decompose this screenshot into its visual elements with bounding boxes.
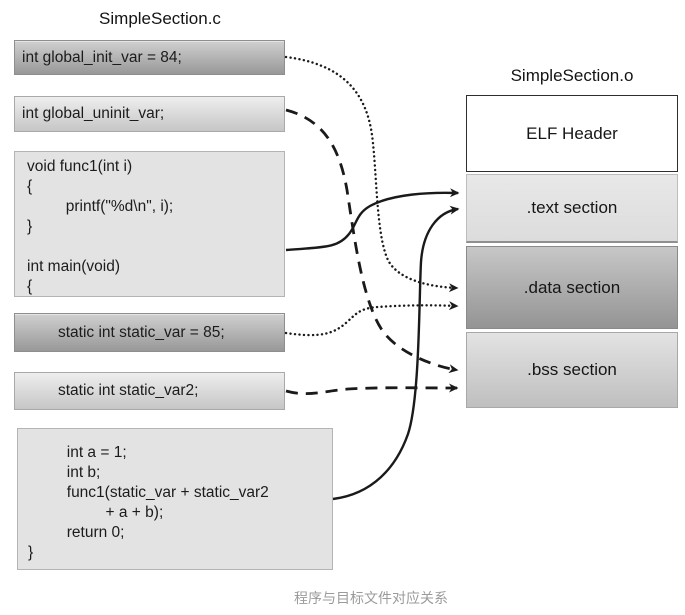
code-line: { [27, 178, 33, 195]
code-line: } [28, 544, 34, 561]
code-line: { [27, 278, 33, 295]
section-text: .text section [466, 174, 678, 243]
code-line: static int static_var = 85; [58, 323, 225, 341]
code-line [27, 237, 284, 257]
arrow-func1-main-to-text-solid [285, 188, 460, 252]
arrow-global-uninit-to-bss-dashed [285, 108, 459, 374]
code-line: int b; [28, 464, 101, 481]
code-line: int main(void) [27, 258, 121, 275]
arrow-global-init-to-data-dotted [284, 55, 459, 293]
object-file-title: SimpleSection.o [510, 66, 634, 85]
section-elf-header: ELF Header [466, 95, 678, 172]
section-label: ELF Header [526, 123, 618, 143]
source-file-title: SimpleSection.c [99, 9, 221, 28]
arrow-static-var2-to-bss-dashed [285, 383, 459, 395]
section-data: .data section [466, 246, 678, 329]
section-label: .data section [523, 277, 621, 297]
code-box-static-var: static int static_var = 85; [14, 313, 285, 352]
code-box-main-body: int a = 1; int b; func1(static_var + sta… [17, 428, 333, 570]
arrow-main-body-to-text-solid [332, 205, 460, 501]
code-line: void func1(int i) [27, 158, 133, 175]
arrow-static-var-to-data-dotted [284, 301, 459, 337]
code-box-global-init-var: int global_init_var = 84; [14, 40, 285, 75]
code-box-global-uninit-var: int global_uninit_var; [14, 96, 285, 132]
code-box-func1-and-main: void func1(int i) { printf("%d\n", i); }… [14, 151, 285, 297]
code-line: int a = 1; [28, 444, 127, 461]
code-box-static-var2: static int static_var2; [14, 372, 285, 410]
code-line: func1(static_var + static_var2 [28, 484, 269, 501]
code-line: int global_uninit_var; [22, 105, 165, 122]
code-line: return 0; [28, 524, 125, 541]
code-line: } [27, 218, 33, 235]
section-label: .text section [526, 198, 618, 217]
code-line: printf("%d\n", i); [27, 198, 174, 215]
section-label: .bss section [527, 360, 617, 379]
section-bss: .bss section [466, 332, 678, 408]
code-line: int global_init_var = 84; [22, 48, 182, 66]
diagram-caption: 程序与目标文件对应关系 [294, 590, 448, 606]
code-line: static int static_var2; [58, 382, 199, 399]
code-line: + a + b); [28, 504, 164, 521]
